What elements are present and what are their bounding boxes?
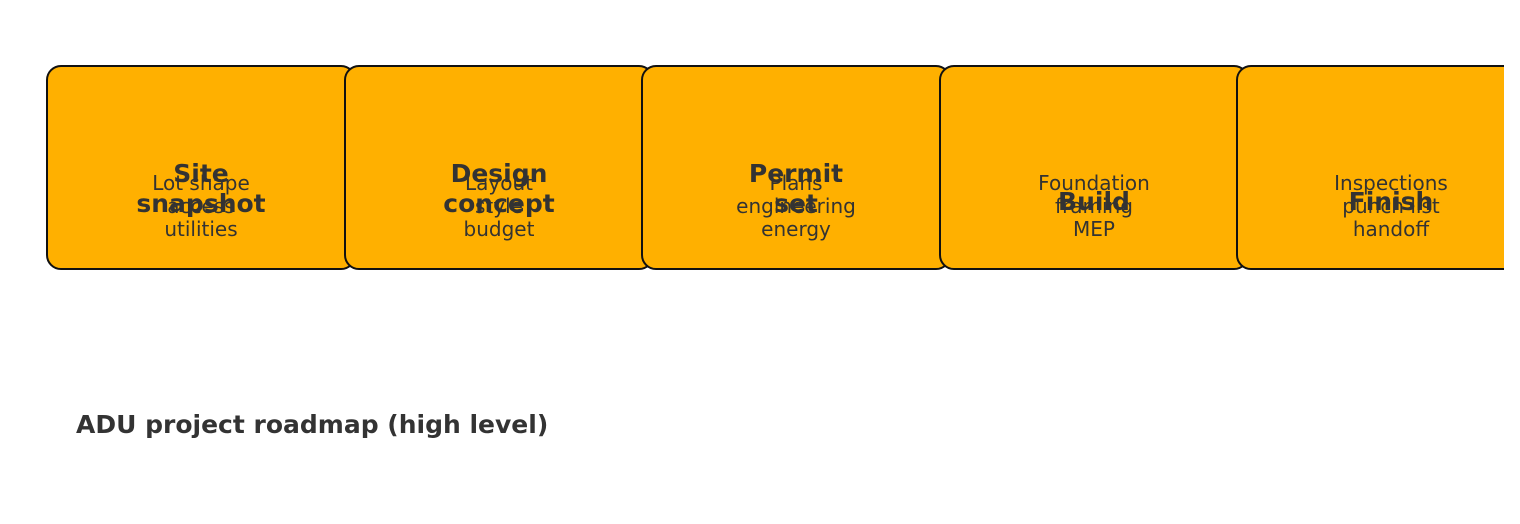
step-body: Inspections punch list handoff (1334, 171, 1448, 241)
step-build: Build Foundation framing MEP (939, 65, 1249, 270)
step-body: Layout style budget (463, 171, 535, 241)
step-permit-set: Permit set Plans engineering energy (641, 65, 951, 270)
step-site-snapshot: Site snapshot Lot shape access utilities (46, 65, 356, 270)
step-body: Foundation framing MEP (1038, 171, 1150, 241)
step-title: Permit set (748, 159, 844, 218)
canvas-edge (1504, 0, 1520, 524)
step-title: Build (1058, 187, 1130, 216)
step-title: Site snapshot (136, 159, 266, 218)
step-design-concept: Design concept Layout style budget (344, 65, 654, 270)
step-title: Design concept (443, 159, 555, 218)
step-finish: Finish Inspections punch list handoff (1236, 65, 1520, 270)
step-body: Plans engineering energy (736, 171, 856, 241)
diagram-title: ADU project roadmap (high level) (76, 410, 549, 439)
step-title: Finish (1348, 187, 1434, 216)
step-body: Lot shape access utilities (152, 171, 250, 241)
